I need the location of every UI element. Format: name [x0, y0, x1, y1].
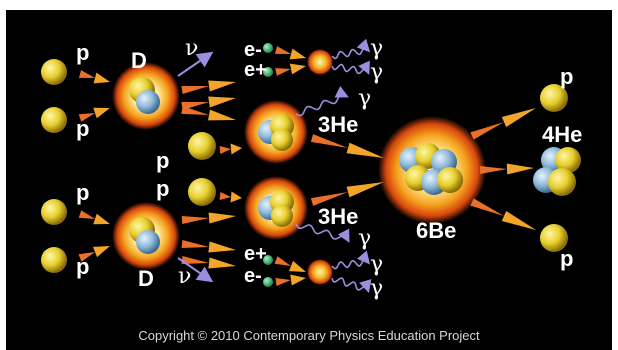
reaction-arrow [275, 274, 306, 286]
proton-ball [188, 178, 216, 206]
helium3-label: 3He [318, 112, 359, 137]
reaction-arrow [470, 108, 536, 140]
gamma-label: γ [370, 60, 384, 85]
proton-ball [41, 199, 67, 225]
copyright-text: Copyright © 2010 Contemporary Physics Ed… [138, 328, 480, 343]
proton-label: p [156, 148, 170, 173]
proton-ball [188, 132, 216, 160]
reaction-arrow [78, 210, 110, 225]
reaction-arrow [181, 96, 236, 110]
reaction-arrow [78, 70, 110, 84]
positron-label: e+ [244, 59, 267, 81]
gamma-wave [331, 60, 370, 75]
proton-ball [540, 84, 568, 112]
proton-label: p [76, 180, 90, 205]
neutrino-arrow [177, 51, 214, 77]
reaction-arrow [470, 198, 536, 230]
neutrino-arrow [177, 257, 214, 283]
reaction-arrow [274, 256, 306, 272]
helium3-label: 3He [318, 204, 359, 229]
reaction-arrow [181, 256, 236, 269]
gamma-label: γ [358, 226, 372, 251]
proton-label: p [76, 40, 90, 65]
electron-label: e- [244, 265, 262, 287]
proton-ball [555, 147, 581, 173]
helium4-label: 4He [542, 122, 583, 147]
gamma-label: γ [370, 252, 384, 277]
lepton-ball [263, 43, 273, 53]
proton-ball [437, 167, 463, 193]
reaction-arrow [181, 80, 236, 94]
annihilation-flash [307, 49, 333, 75]
gamma-label: γ [370, 276, 384, 301]
deuteron-label: D [138, 266, 154, 291]
lepton-ball [263, 67, 273, 77]
neutron-ball [136, 90, 160, 114]
neutrino-label: ν [178, 264, 192, 289]
gamma-label: γ [358, 86, 372, 111]
reaction-arrow [181, 106, 236, 121]
reaction-arrow [310, 134, 384, 158]
gamma-wave [295, 86, 349, 117]
lepton-ball [263, 277, 273, 287]
gamma-label: γ [370, 36, 384, 61]
gamma-wave [295, 223, 350, 243]
proton-ball [41, 59, 67, 85]
neutron-ball [136, 230, 160, 254]
diagram-canvas: p p p p p p p p D D ν ν e- e+ e+ e- γ γ … [6, 10, 612, 350]
deuteron-label: D [131, 48, 147, 73]
proton-ball [540, 224, 568, 252]
gamma-wave [331, 250, 371, 270]
neutrino-label: ν [185, 36, 199, 61]
reaction-arrow [181, 240, 236, 253]
proton-ball [548, 168, 576, 196]
reaction-arrow [310, 182, 384, 206]
reaction-arrow [275, 63, 306, 76]
proton-label: p [560, 64, 574, 89]
proton-ball [271, 205, 293, 227]
reaction-arrow [181, 212, 236, 224]
proton-ball [41, 107, 67, 133]
proton-label: p [76, 116, 90, 141]
reaction-graphics [41, 38, 581, 294]
reaction-arrow [78, 107, 110, 122]
proton-label: p [76, 254, 90, 279]
reaction-arrow [274, 46, 306, 60]
reaction-arrow [78, 246, 110, 262]
reaction-arrow [479, 163, 534, 175]
positron-label: e+ [244, 243, 267, 265]
proton-label: p [156, 176, 170, 201]
lepton-ball [263, 255, 273, 265]
annihilation-flash [307, 259, 333, 285]
reaction-arrow [219, 191, 242, 203]
proton-label: p [560, 246, 574, 271]
reaction-arrow [219, 143, 242, 155]
electron-label: e- [244, 39, 262, 61]
proton-ball [41, 247, 67, 273]
gamma-wave [331, 277, 372, 294]
beryllium6-label: 6Be [416, 218, 457, 243]
proton-ball [271, 129, 293, 151]
gamma-wave [331, 38, 371, 60]
